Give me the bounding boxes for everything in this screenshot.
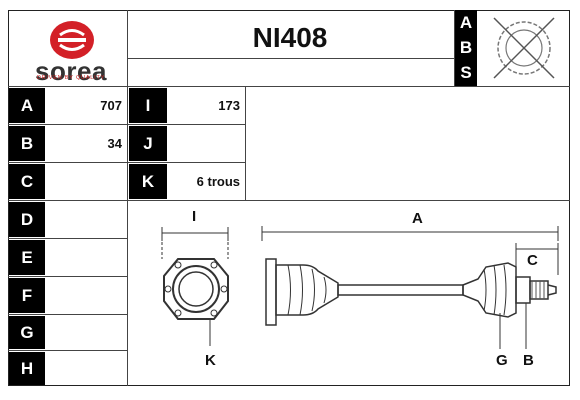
abs-ring-crossed-icon [493, 17, 555, 79]
row-line [8, 276, 127, 277]
abs-letter-a: A [455, 10, 477, 35]
drive-shaft-drawing [161, 226, 559, 349]
dim-value-d [46, 202, 126, 237]
dim-value-f [46, 278, 126, 313]
drawing-label-i: I [192, 208, 197, 225]
dim-value-b: 34 [107, 136, 122, 151]
dim-label-g: G [9, 316, 45, 349]
dim-label-d: D [9, 202, 45, 237]
dim-value-c [46, 164, 126, 199]
sorea-emblem [50, 21, 94, 59]
row-line [8, 314, 127, 315]
row-line [8, 200, 570, 201]
dim-value-j [168, 126, 244, 161]
brand-logo [8, 10, 127, 86]
part-number: NI408 [252, 22, 328, 53]
row-line [8, 124, 245, 125]
dim-value-k: 6 trous [196, 174, 240, 189]
divider [127, 10, 128, 386]
divider [454, 10, 455, 86]
row-line [8, 350, 127, 351]
row-line [8, 162, 245, 163]
drawing-label-k: K [205, 352, 216, 369]
drawing-label-a: A [412, 210, 423, 227]
dim-label-c: C [9, 164, 45, 199]
dim-label-j: J [129, 126, 167, 161]
divider [8, 86, 570, 87]
dim-label-k: K [129, 164, 167, 199]
dim-value-h [46, 352, 126, 385]
dim-label-e: E [9, 240, 45, 275]
dim-label-a: A [9, 88, 45, 123]
dim-value-i: 173 [218, 98, 240, 113]
dim-value-g [46, 316, 126, 349]
dim-label-h: H [9, 352, 45, 385]
abs-letter-s: S [455, 60, 477, 86]
divider [127, 58, 454, 59]
dim-label-b: B [9, 126, 45, 161]
drawing-label-b: B [523, 352, 534, 369]
dim-value-a: 707 [100, 98, 122, 113]
product-sheet [8, 10, 570, 386]
abs-letter-b: B [455, 35, 477, 60]
row-line [8, 238, 127, 239]
drawing-label-c: C [527, 252, 538, 269]
dim-label-i: I [129, 88, 167, 123]
dim-label-f: F [9, 278, 45, 313]
brand-name: sorea [35, 56, 107, 86]
dim-value-e [46, 240, 126, 275]
brand-tagline: DRIVEN BY QUALITY [36, 75, 106, 81]
col-line [245, 86, 246, 200]
drawing-label-g: G [496, 352, 508, 369]
